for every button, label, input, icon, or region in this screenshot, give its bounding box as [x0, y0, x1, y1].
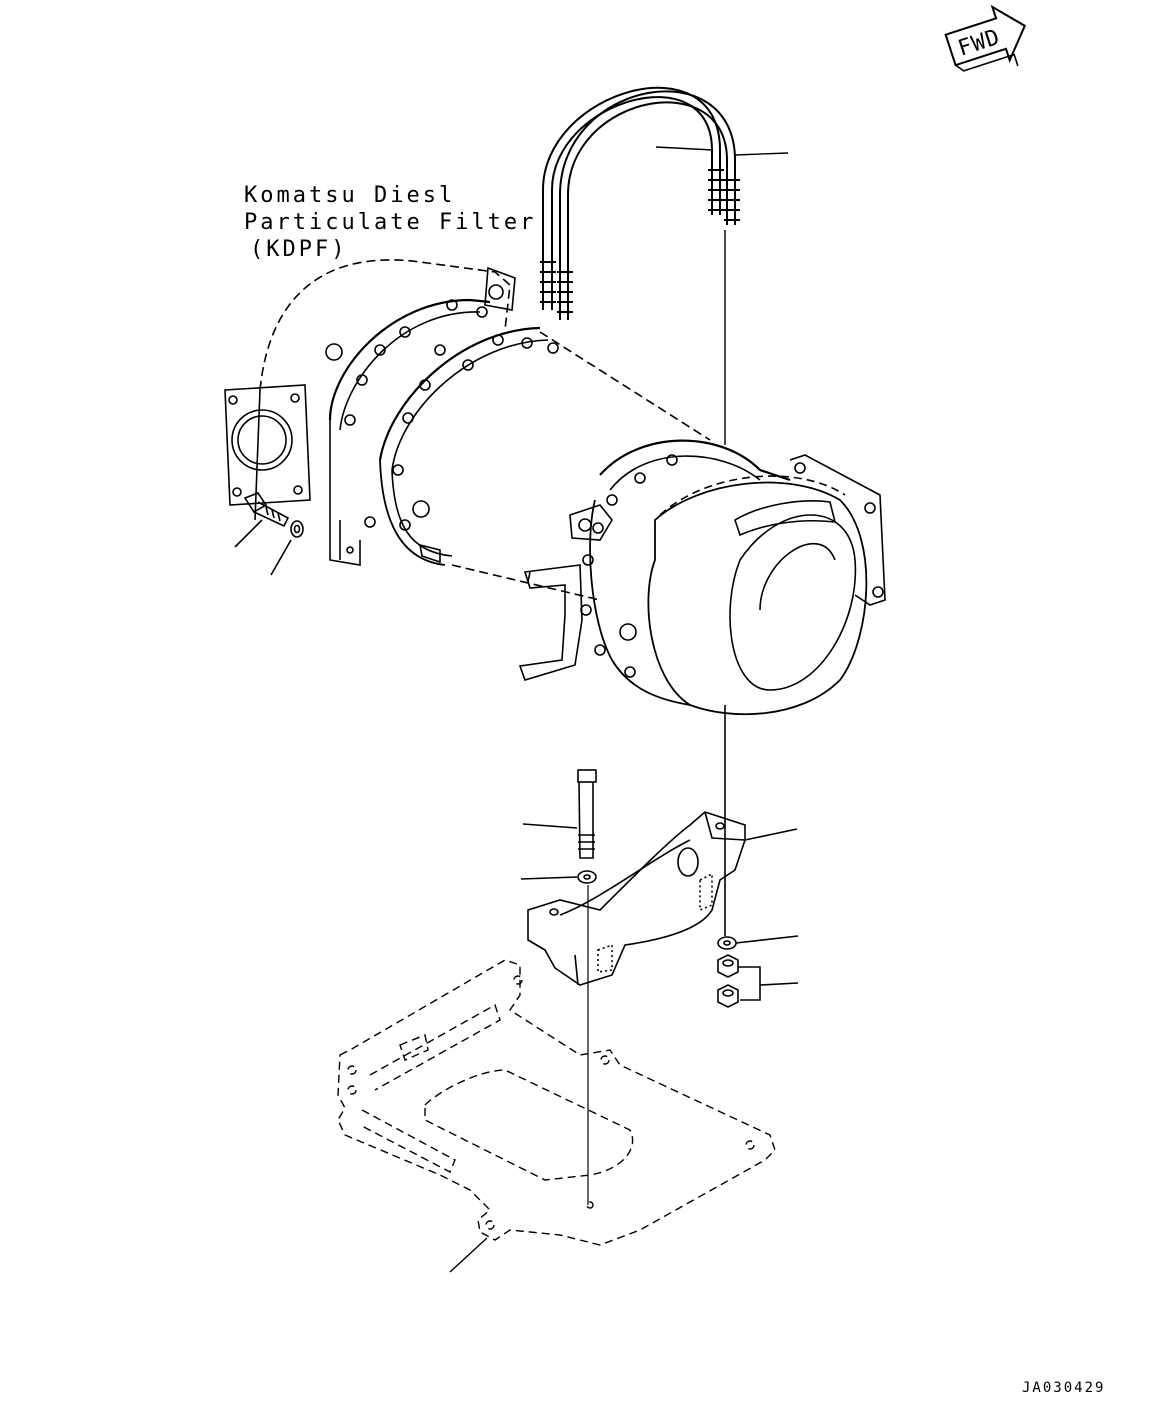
base-frame: [337, 959, 776, 1246]
nuts-and-washer-right: [717, 705, 799, 1008]
leader-lines-top: [655, 146, 789, 445]
fwd-arrow-icon: FWD: [944, 4, 1027, 72]
kdpf-filter-assembly: [224, 259, 886, 716]
front-flange-bolts: [580, 454, 678, 678]
title-line-1: Komatsu Diesl: [244, 183, 456, 208]
flange-bolts: [344, 299, 559, 531]
drawing-code: JA030429: [1022, 1380, 1106, 1396]
u-bolt-pair: [540, 86, 740, 320]
title-line-3: (KDPF): [250, 237, 348, 262]
mounting-bracket: [520, 769, 798, 986]
title-line-2: Particulate Filter: [244, 210, 537, 235]
bolt-and-washer-left: [234, 492, 304, 576]
frame-leader-line: [449, 1237, 488, 1273]
